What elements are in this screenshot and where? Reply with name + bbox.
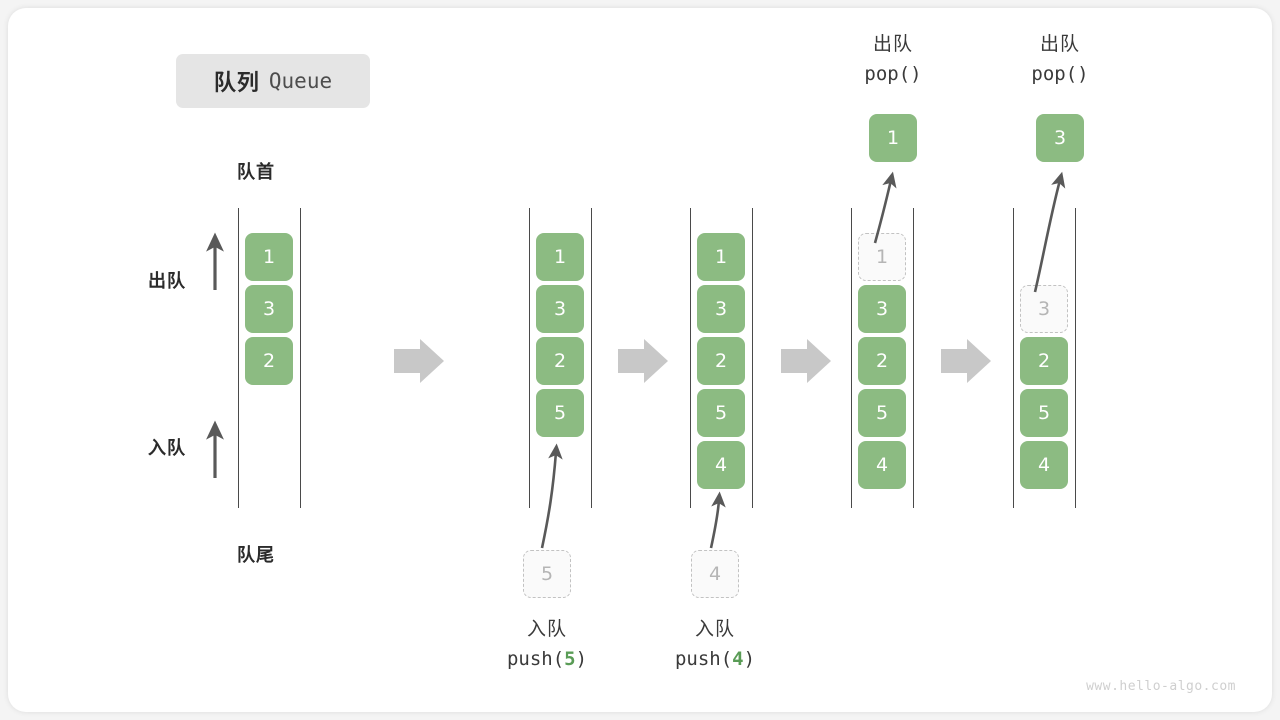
push-5-label-code: push(5) bbox=[462, 643, 632, 675]
push-4-label-code: push(4) bbox=[630, 643, 800, 675]
push-4-label-line1: 入队 bbox=[694, 618, 735, 640]
push-5-fn-open: push( bbox=[506, 648, 565, 670]
queue-tail-label: 队尾 bbox=[237, 545, 275, 566]
column-rail-left bbox=[238, 208, 239, 508]
pop-2-label: 出队 pop() bbox=[975, 30, 1145, 90]
queue-element[interactable]: 1 bbox=[697, 233, 745, 281]
column-rail-left bbox=[851, 208, 852, 508]
push-4-fn-close: ) bbox=[743, 648, 756, 670]
column-rail-right bbox=[913, 208, 914, 508]
queue-element[interactable]: 2 bbox=[536, 337, 584, 385]
queue-element[interactable]: 2 bbox=[858, 337, 906, 385]
column-rail-left bbox=[1013, 208, 1014, 508]
column-rail-right bbox=[752, 208, 753, 508]
incoming-element-5[interactable]: 5 bbox=[523, 550, 571, 598]
queue-element[interactable]: 4 bbox=[858, 441, 906, 489]
column-rail-right bbox=[1075, 208, 1076, 508]
queue-element[interactable]: 1 bbox=[536, 233, 584, 281]
column-rail-right bbox=[300, 208, 301, 508]
site-watermark: www.hello-algo.com bbox=[1086, 679, 1236, 694]
popped-element-3[interactable]: 3 bbox=[1036, 114, 1084, 162]
diagram-title-cn: 队列 bbox=[213, 71, 260, 96]
push-5-label: 入队 push(5) bbox=[462, 615, 632, 675]
push-5-arg: 5 bbox=[564, 648, 576, 670]
queue-head-label: 队首 bbox=[237, 162, 275, 183]
queue-element[interactable]: 5 bbox=[858, 389, 906, 437]
vacated-slot: 3 bbox=[1020, 285, 1068, 333]
popped-element-1[interactable]: 1 bbox=[869, 114, 917, 162]
diagram-canvas: 队列 Queue bbox=[8, 8, 1272, 712]
queue-element[interactable]: 2 bbox=[245, 337, 293, 385]
queue-element[interactable]: 3 bbox=[858, 285, 906, 333]
diagram-title-en: Queue bbox=[268, 69, 333, 93]
column-rail-left bbox=[690, 208, 691, 508]
queue-element[interactable]: 2 bbox=[697, 337, 745, 385]
column-rail-left bbox=[529, 208, 530, 508]
pop-2-label-line1: 出队 bbox=[1039, 33, 1080, 55]
pop-2-label-code: pop() bbox=[1031, 63, 1089, 85]
dequeue-direction-label: 出队 bbox=[148, 271, 186, 292]
push-4-fn-open: push( bbox=[674, 648, 733, 670]
push-5-label-line1: 入队 bbox=[526, 618, 567, 640]
queue-element[interactable]: 3 bbox=[697, 285, 745, 333]
incoming-element-4[interactable]: 4 bbox=[691, 550, 739, 598]
vacated-slot: 1 bbox=[858, 233, 906, 281]
push-4-arg: 4 bbox=[732, 648, 744, 670]
queue-element[interactable]: 1 bbox=[245, 233, 293, 281]
queue-element[interactable]: 3 bbox=[245, 285, 293, 333]
queue-element[interactable]: 4 bbox=[1020, 441, 1068, 489]
push-4-label: 入队 push(4) bbox=[630, 615, 800, 675]
queue-element[interactable]: 5 bbox=[1020, 389, 1068, 437]
pop-1-label-line1: 出队 bbox=[872, 33, 913, 55]
queue-element[interactable]: 4 bbox=[697, 441, 745, 489]
queue-element[interactable]: 5 bbox=[697, 389, 745, 437]
column-rail-right bbox=[591, 208, 592, 508]
queue-element[interactable]: 5 bbox=[536, 389, 584, 437]
diagram-title-chip: 队列 Queue bbox=[176, 54, 370, 108]
pop-1-label: 出队 pop() bbox=[808, 30, 978, 90]
queue-element[interactable]: 2 bbox=[1020, 337, 1068, 385]
enqueue-direction-label: 入队 bbox=[148, 438, 186, 459]
pop-1-label-code: pop() bbox=[864, 63, 922, 85]
queue-element[interactable]: 3 bbox=[536, 285, 584, 333]
push-5-fn-close: ) bbox=[575, 648, 588, 670]
